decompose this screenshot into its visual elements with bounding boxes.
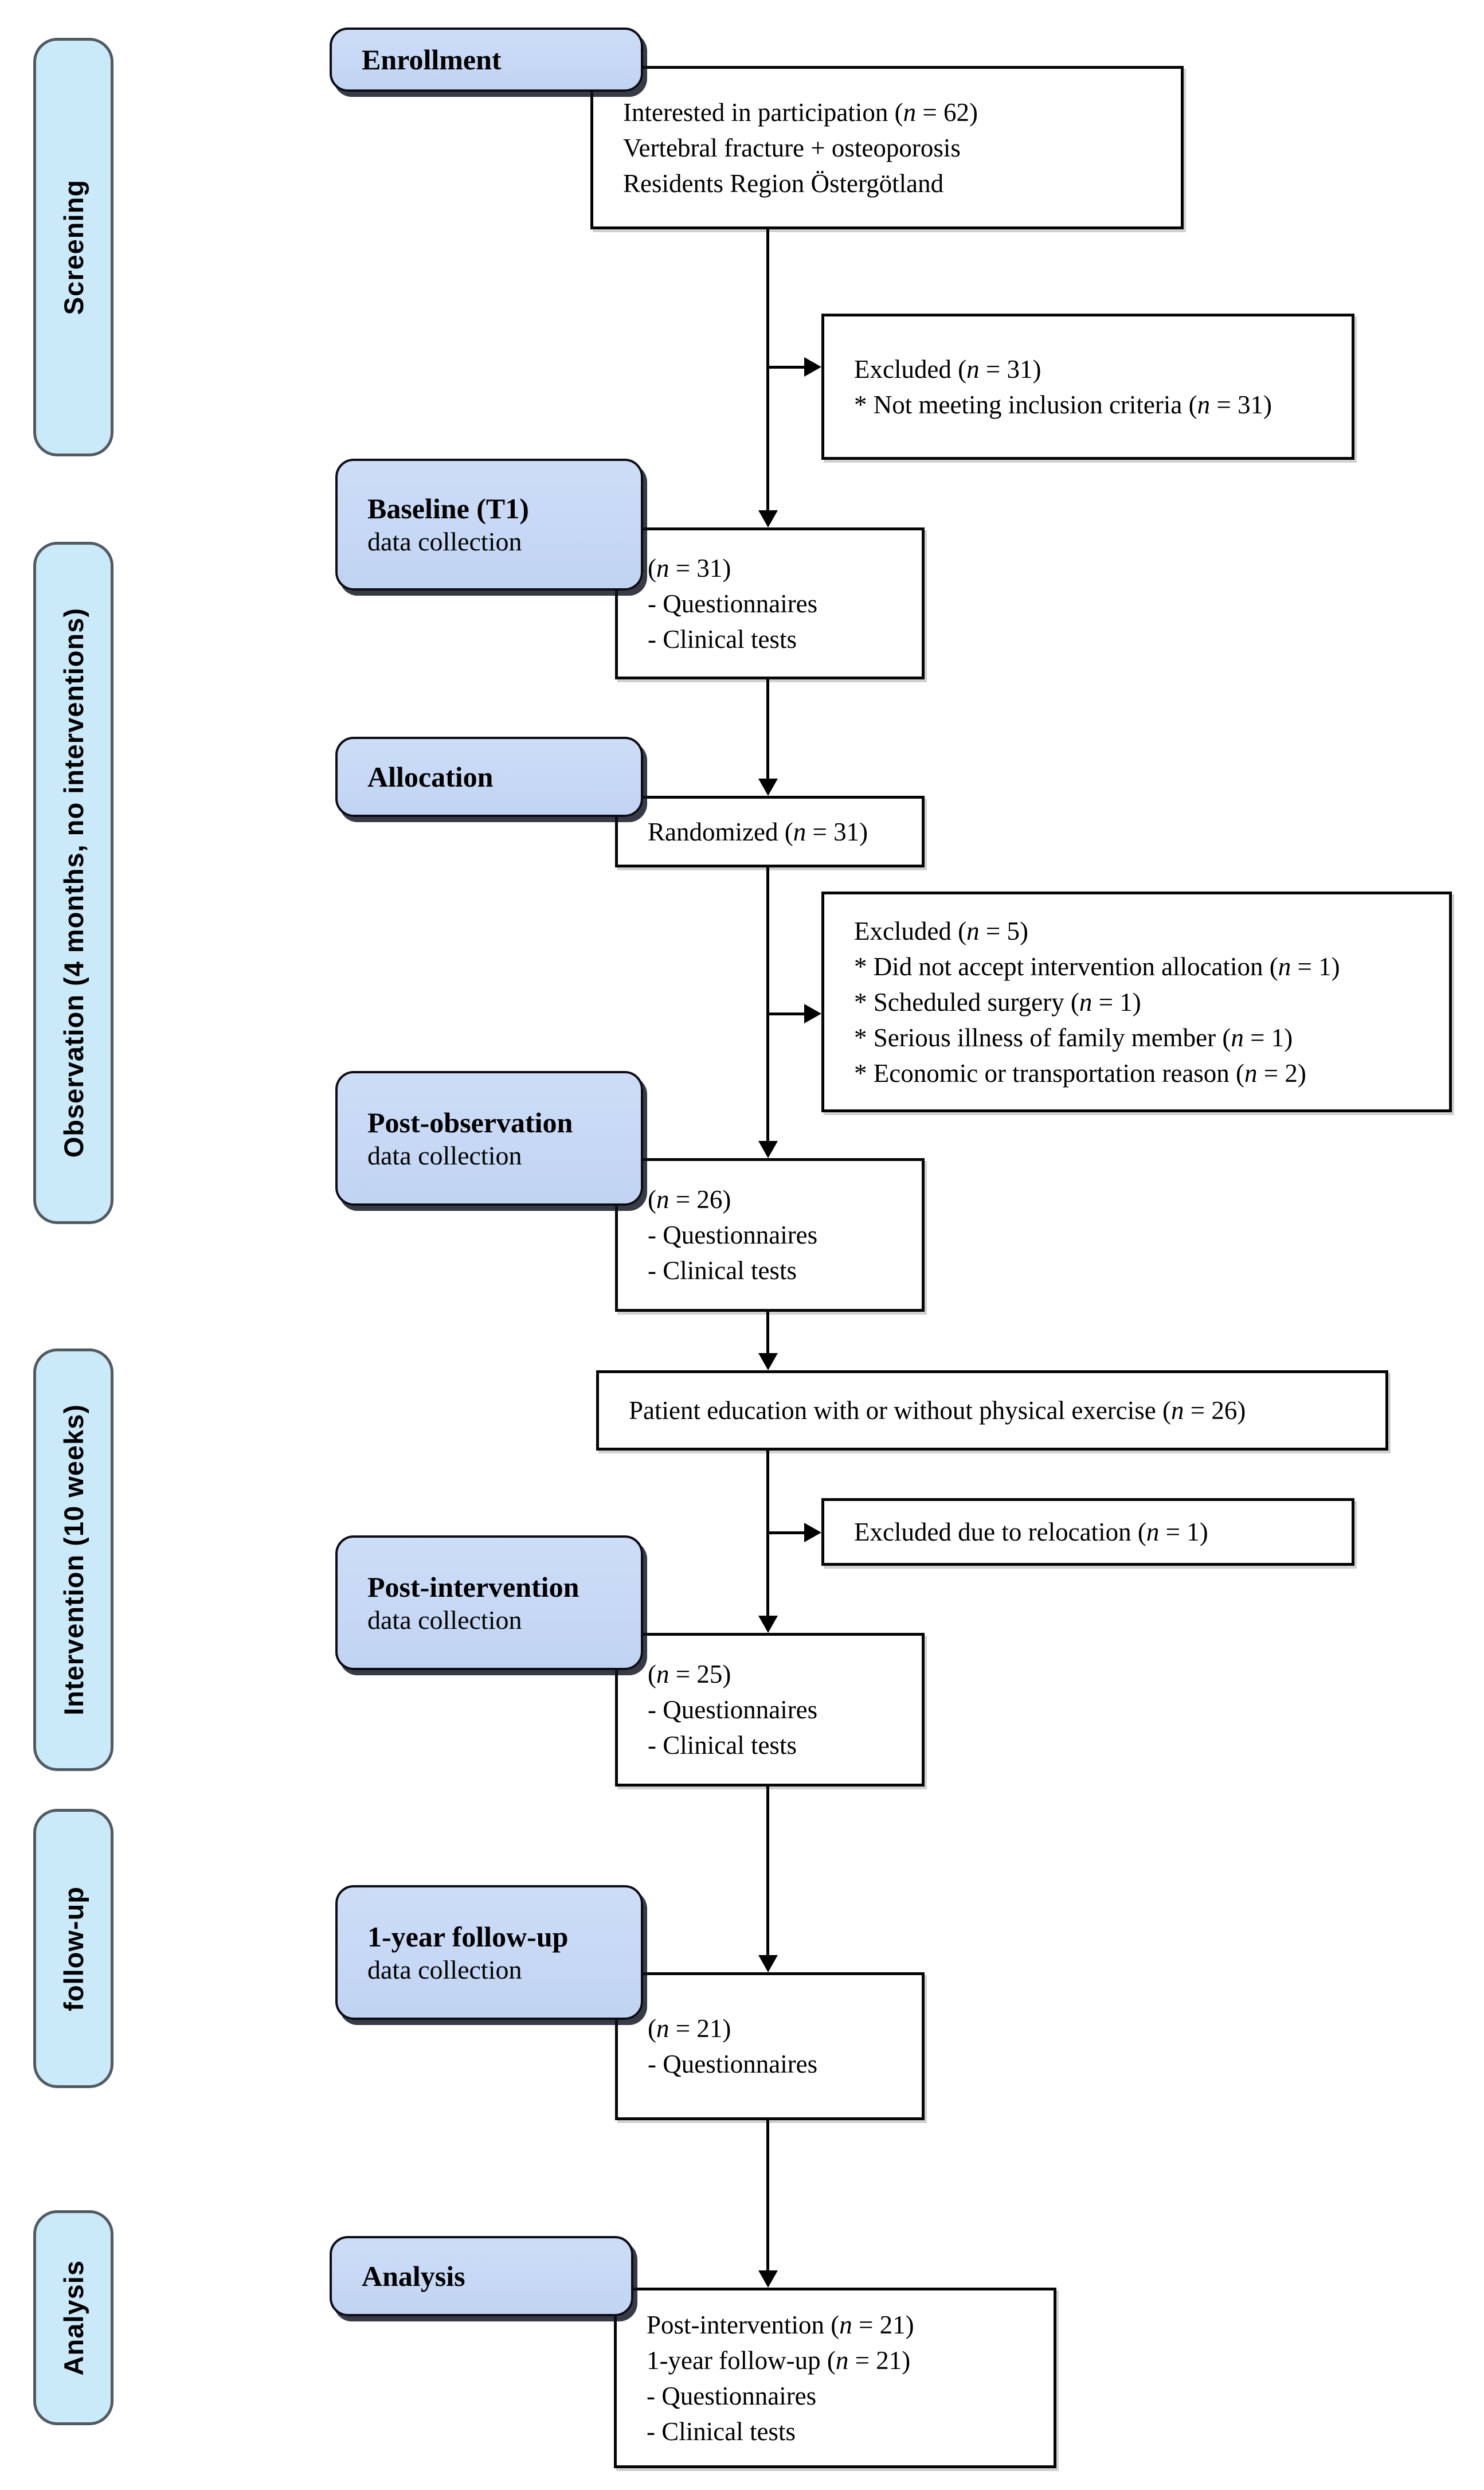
stage-label-baseline-subtitle: data collection xyxy=(367,527,522,556)
sidebar-screening: Screening xyxy=(33,38,113,456)
sidebar-intervention-label: Intervention (10 weeks) xyxy=(58,1404,89,1715)
arrowhead-right-excluded-allocation xyxy=(804,1004,821,1023)
box-text-line: (n = 25) xyxy=(648,1660,731,1688)
stage-label-enrollment-title: Enrollment xyxy=(362,44,502,76)
arrowhead-down-patient-education xyxy=(758,1353,778,1370)
arrow-line-enrollment-to-baseline xyxy=(766,228,769,510)
stage-label-analysis-title: Analysis xyxy=(362,2260,465,2292)
sidebar-followup: follow-up xyxy=(33,1809,113,2088)
box-text-line: Vertebral fracture + osteoporosis xyxy=(623,133,961,162)
box-text-line: Excluded due to relocation (n = 1) xyxy=(854,1518,1208,1546)
arrow-line-education-to-post-intervention xyxy=(766,1451,769,1617)
box-text-line: - Questionnaires xyxy=(647,2381,817,2410)
box-text-line: - Clinical tests xyxy=(648,1256,797,1285)
box-one-year-followup-data: (n = 21) - Questionnaires xyxy=(615,1972,925,2120)
box-text-line: (n = 31) xyxy=(648,553,731,583)
stage-label-enrollment: Enrollment xyxy=(330,28,643,92)
arrowhead-down-post-intervention xyxy=(758,1616,778,1633)
branch-line-excluded-relocation xyxy=(768,1531,807,1534)
box-text-line: 1-year follow-up (n = 21) xyxy=(647,2346,911,2375)
box-text-line: - Questionnaires xyxy=(648,1221,818,1249)
arrowhead-right-excluded-screening xyxy=(804,357,821,377)
stage-label-baseline-title: Baseline (T1) xyxy=(367,492,529,525)
sidebar-followup-label: follow-up xyxy=(58,1886,89,2011)
box-post-observation-data: (n = 26) - Questionnaires - Clinical tes… xyxy=(615,1158,925,1312)
arrowhead-right-excluded-relocation xyxy=(804,1523,821,1542)
stage-label-allocation: Allocation xyxy=(335,737,643,817)
arrow-line-baseline-to-randomized xyxy=(766,679,769,780)
stage-label-post-observation-subtitle: data collection xyxy=(367,1140,522,1170)
box-analysis-data: Post-intervention (n = 21) 1-year follow… xyxy=(614,2288,1056,2468)
box-text-line: * Scheduled surgery (n = 1) xyxy=(854,987,1141,1017)
box-randomized: Randomized (n = 31) xyxy=(615,796,925,867)
arrowhead-down-post-observation xyxy=(758,1141,778,1158)
stage-label-one-year-followup: 1-year follow-up data collection xyxy=(335,1885,643,2020)
sidebar-screening-label: Screening xyxy=(58,179,89,315)
box-text-line: - Questionnaires xyxy=(648,2050,818,2078)
sidebar-observation-label: Observation (4 months, no interventions) xyxy=(58,608,89,1158)
branch-line-excluded-allocation xyxy=(768,1013,807,1015)
box-excluded-relocation: Excluded due to relocation (n = 1) xyxy=(821,1498,1354,1566)
box-interested-in-participation: Interested in participation (n = 62) Ver… xyxy=(590,66,1184,229)
arrow-line-post-intervention-to-one-year xyxy=(766,1787,769,1956)
box-text-line: * Did not accept intervention allocation… xyxy=(854,952,1340,981)
arrow-line-one-year-to-analysis xyxy=(766,2120,769,2272)
stage-label-analysis: Analysis xyxy=(330,2236,633,2316)
stage-label-post-intervention-subtitle: data collection xyxy=(367,1605,522,1635)
sidebar-intervention: Intervention (10 weeks) xyxy=(33,1348,113,1771)
box-patient-education: Patient education with or without physic… xyxy=(596,1370,1388,1451)
arrowhead-down-one-year xyxy=(758,1955,778,1972)
arrow-line-post-observation-to-education xyxy=(766,1312,769,1354)
branch-line-excluded-screening xyxy=(768,366,807,369)
box-text-line: Patient education with or without physic… xyxy=(629,1396,1246,1425)
stage-label-one-year-followup-title: 1-year follow-up xyxy=(367,1920,569,1953)
box-text-line: * Not meeting inclusion criteria (n = 31… xyxy=(854,390,1272,419)
arrowhead-down-baseline xyxy=(758,510,778,527)
box-baseline-data: (n = 31) - Questionnaires - Clinical tes… xyxy=(615,527,925,679)
stage-label-allocation-title: Allocation xyxy=(367,761,494,793)
arrow-line-randomized-to-post-observation xyxy=(766,867,769,1142)
box-post-intervention-data: (n = 25) - Questionnaires - Clinical tes… xyxy=(615,1633,925,1787)
sidebar-observation: Observation (4 months, no interventions) xyxy=(33,542,113,1224)
arrowhead-down-randomized xyxy=(758,779,778,796)
stage-label-baseline: Baseline (T1) data collection xyxy=(335,459,643,591)
stage-label-post-observation-title: Post-observation xyxy=(367,1106,573,1139)
arrowhead-down-analysis xyxy=(758,2270,778,2288)
box-excluded-allocation: Excluded (n = 5) * Did not accept interv… xyxy=(821,892,1452,1112)
box-text-line: - Clinical tests xyxy=(647,2417,796,2446)
box-text-line: - Questionnaires xyxy=(648,1695,818,1724)
box-text-line: Excluded (n = 31) xyxy=(854,354,1041,384)
sidebar-analysis: Analysis xyxy=(33,2210,113,2425)
box-text-line: * Economic or transportation reason (n =… xyxy=(854,1058,1306,1088)
stage-label-post-intervention: Post-intervention data collection xyxy=(335,1535,643,1670)
stage-label-one-year-followup-subtitle: data collection xyxy=(367,1955,522,1984)
box-text-line: Randomized (n = 31) xyxy=(648,817,868,846)
box-text-line: Excluded (n = 5) xyxy=(854,916,1029,945)
box-text-line: Residents Region Östergötland xyxy=(623,169,944,198)
box-text-line: - Clinical tests xyxy=(648,1731,797,1760)
box-text-line: (n = 21) xyxy=(648,2014,731,2043)
box-text-line: Post-intervention (n = 21) xyxy=(647,2310,914,2339)
box-text-line: - Questionnaires xyxy=(648,589,818,618)
box-text-line: Interested in participation (n = 62) xyxy=(623,97,978,127)
box-text-line: - Clinical tests xyxy=(648,624,797,654)
box-text-line: * Serious illness of family member (n = … xyxy=(854,1023,1293,1052)
box-text-line: (n = 26) xyxy=(648,1185,731,1214)
box-excluded-screening: Excluded (n = 31) * Not meeting inclusio… xyxy=(821,314,1354,460)
stage-label-post-observation: Post-observation data collection xyxy=(335,1071,643,1206)
sidebar-analysis-label: Analysis xyxy=(58,2260,89,2376)
stage-label-post-intervention-title: Post-intervention xyxy=(367,1570,579,1603)
